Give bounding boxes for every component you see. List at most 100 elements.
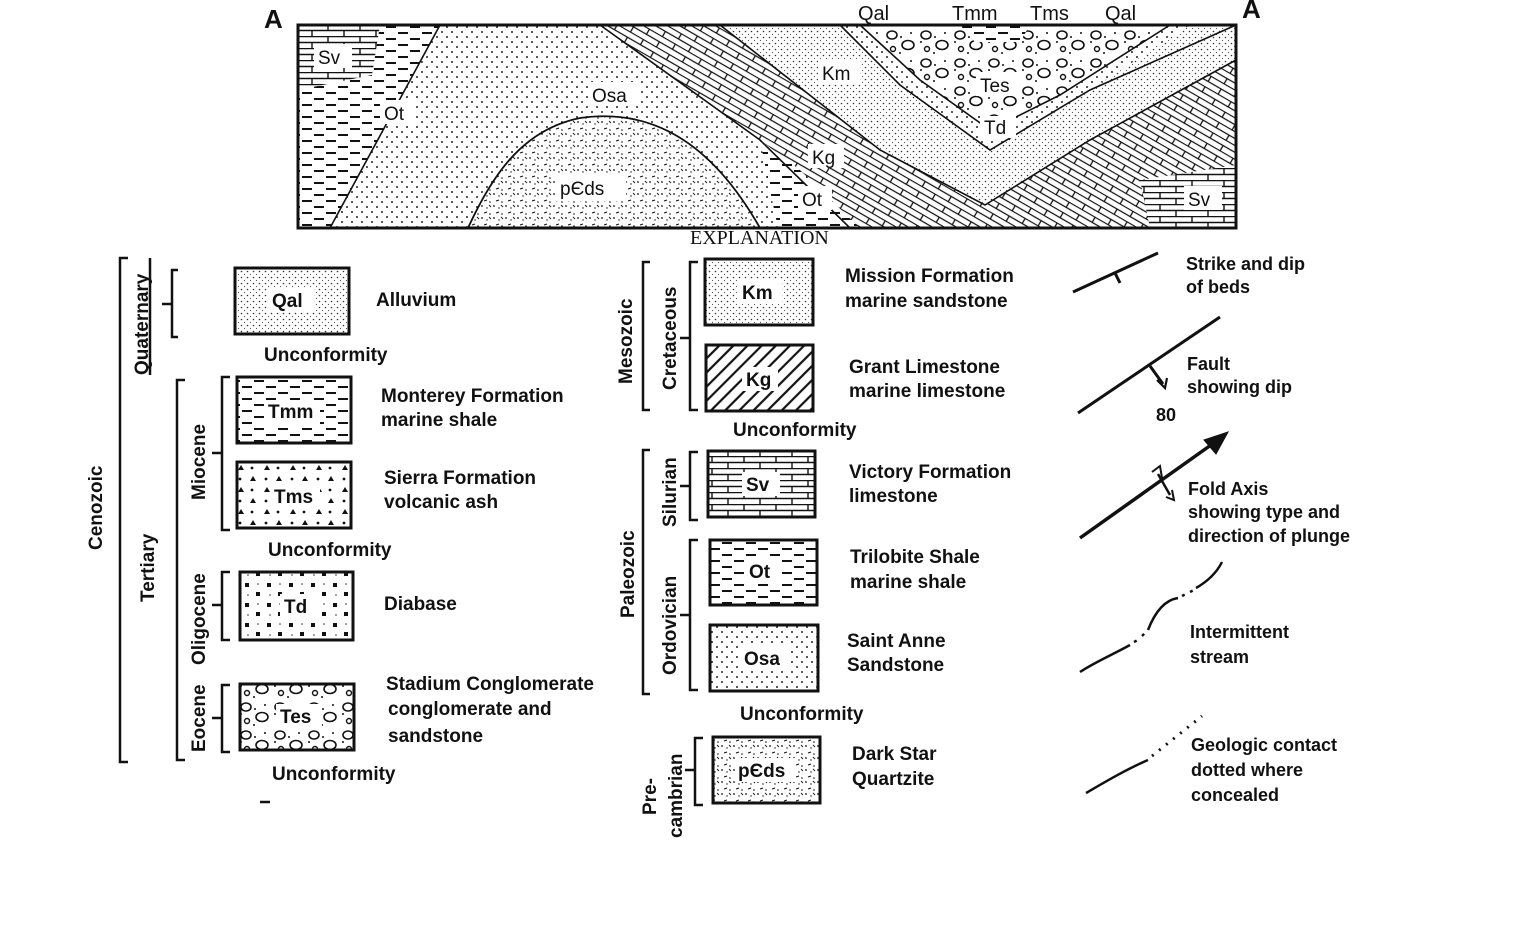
unconformity-2: Unconformity bbox=[268, 540, 392, 561]
symbol-geologic-contact bbox=[1085, 714, 1203, 795]
period-cretaceous: Cretaceous bbox=[660, 287, 681, 391]
unit-desc-osa-2: Sandstone bbox=[847, 655, 944, 676]
symbol-fold-axis bbox=[1078, 431, 1230, 540]
unit-code-sv: Sv bbox=[746, 475, 770, 496]
fault-dip-value: 80 bbox=[1156, 405, 1176, 425]
section-label-osa: Osa bbox=[592, 86, 627, 107]
unit-desc-td: Diabase bbox=[384, 594, 457, 615]
section-label-td: Td bbox=[984, 118, 1006, 139]
top-label-qal-2: Qal bbox=[1105, 3, 1136, 25]
top-label-qal-1: Qal bbox=[858, 3, 889, 25]
unit-desc-osa-1: Saint Anne bbox=[847, 631, 946, 652]
unit-box-km: Km bbox=[703, 257, 815, 327]
unit-code-td: Td bbox=[284, 597, 307, 618]
unit-code-tmm: Tmm bbox=[268, 402, 313, 423]
unit-code-qal: Qal bbox=[272, 291, 303, 312]
era-paleozoic: Paleozoic bbox=[618, 530, 639, 618]
unconformity-5: Unconformity bbox=[740, 704, 864, 725]
tmm-area bbox=[960, 25, 1030, 42]
unit-desc-tes-3: sandstone bbox=[388, 726, 483, 747]
contact-desc-1: Geologic contact bbox=[1191, 735, 1337, 755]
explanation-title: EXPLANATION bbox=[690, 227, 829, 249]
stream-desc-2: stream bbox=[1190, 647, 1249, 667]
unit-desc-tms-1: Sierra Formation bbox=[384, 468, 536, 489]
section-end-right: A bbox=[1242, 0, 1261, 24]
unit-box-kg: Kg bbox=[704, 343, 815, 413]
unit-desc-kg-2: marine limestone bbox=[849, 381, 1005, 402]
section-end-left: A bbox=[264, 4, 283, 34]
unit-box-tms: Tms bbox=[235, 460, 353, 530]
period-silurian: Silurian bbox=[660, 457, 681, 527]
unit-box-sv: Sv bbox=[706, 449, 817, 519]
contact-desc-2: dotted where bbox=[1191, 760, 1303, 780]
symbol-fault bbox=[1077, 315, 1221, 415]
unit-code-km: Km bbox=[742, 283, 773, 304]
fold-desc-2: showing type and bbox=[1188, 502, 1340, 522]
era-precambrian-2: cambrian bbox=[666, 754, 687, 838]
unit-desc-km-1: Mission Formation bbox=[845, 266, 1014, 287]
epoch-oligocene: Oligocene bbox=[189, 573, 210, 665]
period-tertiary: Tertiary bbox=[138, 533, 159, 602]
unit-code-ot: Ot bbox=[749, 562, 771, 583]
unit-desc-tmm-1: Monterey Formation bbox=[381, 386, 564, 407]
unconformity-1: Unconformity bbox=[264, 345, 388, 366]
unit-box-tmm: Tmm bbox=[235, 375, 353, 445]
pcds-area bbox=[468, 116, 760, 228]
epoch-eocene: Eocene bbox=[189, 684, 210, 752]
unit-code-kg: Kg bbox=[746, 370, 771, 391]
unit-desc-sv-1: Victory Formation bbox=[849, 462, 1011, 483]
unit-desc-tes-1: Stadium Conglomerate bbox=[386, 674, 594, 695]
right-symbol-descriptions: Strike and dip of beds Fault showing dip… bbox=[1156, 254, 1350, 805]
unit-desc-tmm-2: marine shale bbox=[381, 410, 497, 431]
unit-desc-ot-1: Trilobite Shale bbox=[850, 547, 980, 568]
unit-code-pcds: pЄds bbox=[738, 761, 785, 782]
strike-desc-1: Strike and dip bbox=[1186, 254, 1305, 274]
strike-desc-2: of beds bbox=[1186, 277, 1250, 297]
left-age-labels: Cenozoic Quaternary Tertiary Miocene Oli… bbox=[86, 273, 210, 752]
unit-box-pcds: pЄds bbox=[711, 735, 822, 805]
top-label-tmm: Tmm bbox=[952, 3, 998, 25]
section-label-tes: Tes bbox=[980, 76, 1010, 97]
symbol-strike-dip bbox=[1072, 251, 1159, 294]
unit-code-tes: Tes bbox=[280, 707, 311, 728]
fold-desc-1: Fold Axis bbox=[1188, 479, 1268, 499]
top-label-tms: Tms bbox=[1030, 3, 1069, 25]
cross-section: A A Qal Tmm Tms Qal Sv Ot Osa pЄds Ot Kg… bbox=[264, 0, 1261, 230]
unit-box-td: Td bbox=[238, 570, 355, 642]
unit-desc-qal: Alluvium bbox=[376, 290, 456, 311]
stream-desc-1: Intermittent bbox=[1190, 622, 1289, 642]
fault-desc-1: Fault bbox=[1187, 354, 1230, 374]
left-age-brackets bbox=[118, 256, 230, 764]
left-unit-descriptions: Alluvium Unconformity Monterey Formation… bbox=[264, 290, 594, 785]
unit-desc-ot-2: marine shale bbox=[850, 572, 966, 593]
ot-mid-area bbox=[760, 140, 860, 228]
unit-desc-tms-2: volcanic ash bbox=[384, 492, 498, 513]
unit-box-osa: Osa bbox=[708, 623, 820, 693]
fold-desc-3: direction of plunge bbox=[1188, 526, 1350, 546]
section-label-ot-mid: Ot bbox=[802, 190, 823, 211]
unit-desc-km-2: marine sandstone bbox=[845, 291, 1008, 312]
era-mesozoic: Mesozoic bbox=[616, 298, 637, 384]
unit-box-qal: Qal bbox=[233, 266, 351, 336]
contact-desc-3: concealed bbox=[1191, 785, 1279, 805]
unit-desc-tes-2: conglomerate and bbox=[388, 699, 552, 720]
unit-desc-pcds-2: Quartzite bbox=[852, 769, 934, 790]
unit-box-tes: Tes bbox=[238, 682, 356, 752]
epoch-miocene: Miocene bbox=[189, 424, 210, 500]
unit-code-tms: Tms bbox=[274, 487, 313, 508]
period-quaternary: Quaternary bbox=[132, 273, 153, 375]
section-label-sv-right: Sv bbox=[1188, 190, 1211, 211]
kg-area bbox=[600, 25, 1236, 228]
middle-age-brackets bbox=[641, 260, 703, 807]
era-precambrian-1: Pre- bbox=[640, 778, 661, 815]
unconformity-4: Unconformity bbox=[733, 420, 857, 441]
middle-unit-descriptions: Mission Formation marine sandstone Grant… bbox=[733, 266, 1014, 790]
period-ordovician: Ordovician bbox=[660, 576, 681, 675]
unit-box-ot: Ot bbox=[708, 538, 819, 607]
section-label-km: Km bbox=[822, 64, 851, 85]
unit-desc-kg-1: Grant Limestone bbox=[849, 357, 1000, 378]
unit-desc-sv-2: limestone bbox=[849, 486, 938, 507]
section-label-kg: Kg bbox=[812, 148, 835, 169]
unconformity-3: Unconformity bbox=[272, 764, 396, 785]
